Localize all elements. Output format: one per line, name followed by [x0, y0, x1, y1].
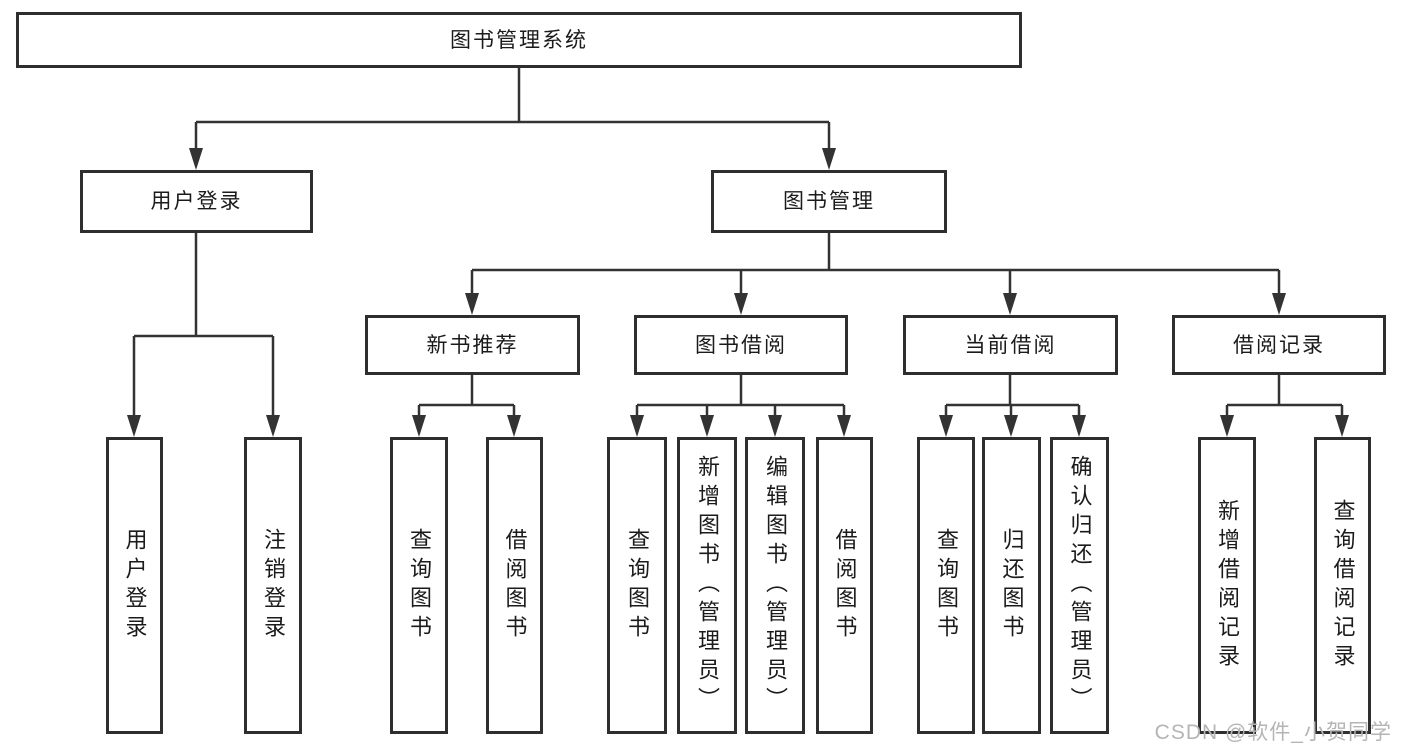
node-leaf-search-borrow-record: 查询借阅记录	[1314, 437, 1371, 734]
node-borrow-records: 借阅记录	[1172, 315, 1386, 375]
arrowhead	[1072, 415, 1086, 437]
arrowhead	[1272, 293, 1286, 315]
arrowhead	[1335, 415, 1349, 437]
node-leaf-search-books-borrowing: 查询图书	[607, 437, 667, 734]
arrowhead	[837, 415, 851, 437]
arrowhead	[1220, 415, 1234, 437]
node-leaf-user-login: 用户登录	[106, 437, 163, 734]
node-user-login: 用户登录	[80, 170, 313, 233]
node-new-book-recommend: 新书推荐	[365, 315, 580, 375]
node-leaf-borrow-books-recommend: 借阅图书	[486, 437, 543, 734]
node-leaf-logout: 注销登录	[244, 437, 302, 734]
arrowhead	[630, 415, 644, 437]
node-leaf-return-book: 归还图书	[982, 437, 1041, 734]
arrowhead	[189, 148, 203, 170]
arrowhead	[734, 293, 748, 315]
arrowhead	[412, 415, 426, 437]
arrowhead	[465, 293, 479, 315]
node-root-library-system: 图书管理系统	[16, 12, 1022, 68]
connector-records-to-leaves	[1225, 375, 1344, 417]
node-book-management: 图书管理	[711, 170, 947, 233]
connector-borrowing-to-leaves	[635, 375, 846, 417]
arrowhead	[507, 415, 521, 437]
arrowhead	[266, 415, 280, 437]
arrowhead	[700, 415, 714, 437]
node-leaf-search-books-recommend: 查询图书	[390, 437, 448, 734]
arrowhead	[127, 415, 141, 437]
node-leaf-borrow-books-borrowing: 借阅图书	[816, 437, 873, 734]
csdn-watermark: CSDN @软件_小贺同学	[1154, 721, 1392, 744]
node-book-borrowing: 图书借阅	[634, 315, 848, 375]
node-current-borrowing: 当前借阅	[903, 315, 1118, 375]
node-leaf-search-books-current: 查询图书	[917, 437, 975, 734]
node-leaf-add-borrow-record: 新增借阅记录	[1198, 437, 1256, 734]
node-leaf-confirm-return-admin: 确认归还（管理员）	[1050, 437, 1109, 734]
arrowhead	[768, 415, 782, 437]
arrowhead	[1004, 415, 1018, 437]
connector-userlogin-to-leaves	[132, 233, 275, 417]
connector-current-to-leaves	[944, 375, 1081, 417]
connector-recommend-to-leaves	[417, 375, 516, 417]
arrowhead	[822, 148, 836, 170]
connector-root-to-level2	[194, 68, 831, 150]
arrowheads	[127, 148, 1349, 437]
node-leaf-edit-book-admin: 编辑图书（管理员）	[745, 437, 805, 734]
node-leaf-add-book-admin: 新增图书（管理员）	[677, 437, 737, 734]
arrowhead	[939, 415, 953, 437]
connector-bookmgmt-to-level3	[470, 233, 1281, 295]
arrowhead	[1003, 293, 1017, 315]
